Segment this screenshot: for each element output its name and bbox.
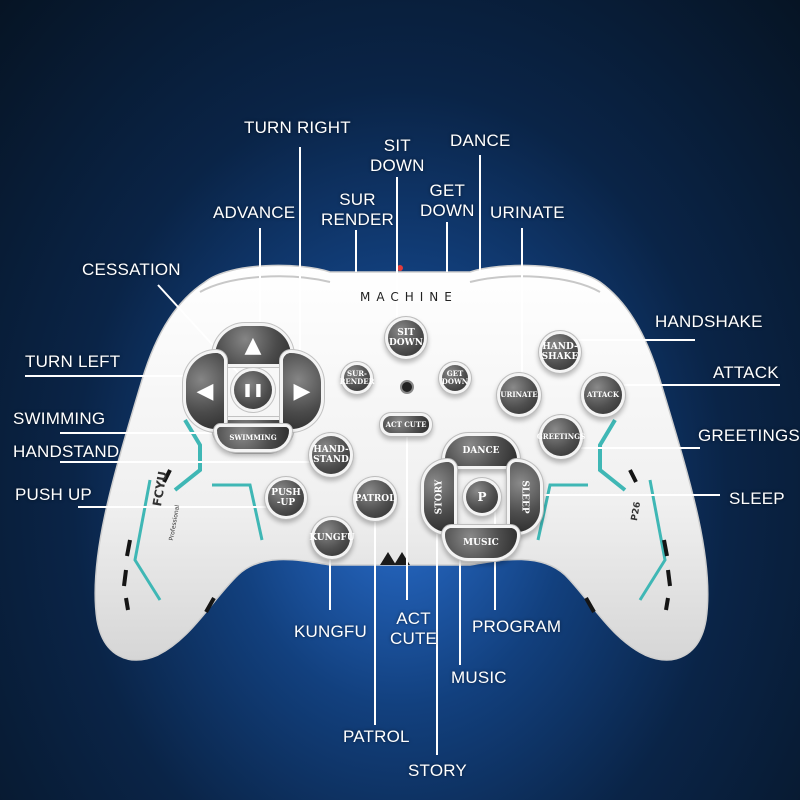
callout-push-up: PUSH UP — [15, 485, 92, 504]
callout-handstand: HANDSTAND — [13, 442, 120, 461]
left-accent-strip-3 — [212, 483, 264, 541]
callout-sit-down: SIT DOWN — [370, 136, 425, 175]
callout-get-down: GET DOWN — [420, 181, 475, 220]
status-led — [397, 265, 403, 271]
callout-cessation: CESSATION — [82, 260, 181, 279]
patrol-button[interactable]: PATROL — [355, 480, 395, 518]
handshake-button[interactable]: HAND- SHAKE — [542, 334, 578, 370]
callout-act-cute: ACT CUTE — [390, 609, 438, 648]
act-cute-button[interactable]: ACT CUTE — [383, 416, 429, 433]
right-accent-strip-2 — [638, 479, 667, 601]
callout-sleep: SLEEP — [729, 489, 785, 508]
callout-dance: DANCE — [450, 131, 511, 150]
greetings-button[interactable]: GREETINGS — [537, 418, 585, 456]
callout-program: PROGRAM — [472, 617, 562, 636]
pause-icon: ❚❚ — [242, 382, 264, 398]
callout-kungfu: KUNGFU — [294, 622, 367, 641]
surrender-button[interactable]: SUR- RENDER — [340, 365, 374, 391]
urinate-button[interactable]: URINATE — [500, 376, 538, 414]
callout-story: STORY — [408, 761, 467, 780]
dpad-left-button[interactable]: ◀ — [186, 353, 224, 429]
grip-dash-marks — [122, 469, 672, 613]
handstand-button[interactable]: HAND- STAND — [312, 436, 350, 474]
callout-attack: ATTACK — [713, 363, 779, 382]
callout-turn-right: TURN RIGHT — [244, 118, 351, 137]
sleep-button-label: SLEEP — [520, 480, 531, 514]
callout-surrender: SUR RENDER — [321, 190, 394, 229]
program-button[interactable]: P — [466, 481, 498, 513]
callout-patrol: PATROL — [343, 727, 410, 746]
get-down-button[interactable]: GET DOWN — [442, 365, 468, 391]
swimming-button[interactable]: SWIMMING — [217, 427, 289, 449]
right-bumper-edge — [469, 275, 601, 293]
push-up-button[interactable]: PUSH -UP — [268, 480, 304, 516]
dpad-up-button[interactable]: ▲ — [215, 326, 291, 364]
dance-button[interactable]: DANCE — [445, 436, 517, 466]
callout-advance: ADVANCE — [213, 203, 296, 222]
callout-greetings: GREETINGS — [698, 426, 800, 445]
callout-urinate: URINATE — [490, 203, 565, 222]
arrow-up-icon: ▲ — [244, 332, 262, 358]
dpad-center-pause-button[interactable]: ❚❚ — [234, 371, 272, 409]
callout-swimming: SWIMMING — [13, 409, 106, 428]
arrow-left-icon: ◀ — [196, 378, 214, 404]
callout-music: MUSIC — [451, 668, 507, 687]
center-sensor — [400, 380, 414, 394]
sit-down-button[interactable]: SIT DOWN — [388, 320, 424, 356]
leader-cessation — [157, 284, 253, 389]
music-button[interactable]: MUSIC — [445, 528, 517, 558]
left-bumper-edge — [199, 275, 331, 293]
brand-label: MACHINE — [360, 290, 458, 304]
callout-handshake: HANDSHAKE — [655, 312, 763, 331]
right-accent-strip — [598, 418, 627, 492]
dpad-right-button[interactable]: ▶ — [283, 353, 321, 429]
callout-turn-left: TURN LEFT — [25, 352, 121, 371]
sleep-button[interactable]: SLEEP — [510, 462, 540, 532]
story-button[interactable]: STORY — [424, 462, 454, 532]
attack-button[interactable]: ATTACK — [584, 376, 622, 414]
kungfu-button[interactable]: KUNGFU — [309, 520, 355, 556]
right-accent-strip-3 — [536, 483, 588, 541]
arrow-right-icon: ▶ — [293, 378, 311, 404]
story-button-label: STORY — [434, 479, 445, 515]
logo-mark — [380, 552, 410, 565]
